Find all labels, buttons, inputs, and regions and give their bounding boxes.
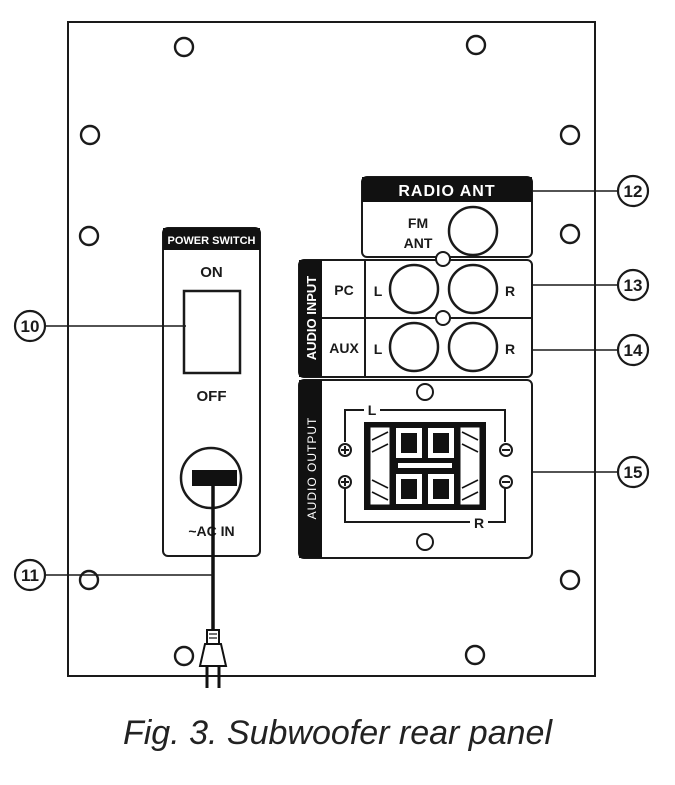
callout-11: 11 (21, 566, 39, 585)
aux-right-label: R (505, 341, 515, 357)
power-on-label: ON (200, 264, 223, 281)
callout-13-circle (616, 268, 650, 302)
power-off-label: OFF (197, 388, 227, 405)
mounting-hole (559, 124, 581, 146)
callout-leaders (44, 190, 617, 576)
audio-output-title: AUDIO OUTPUT (305, 417, 319, 520)
radio-header-bar (362, 177, 532, 202)
mounting-hole (79, 124, 101, 146)
callout-14: 14 (624, 341, 643, 360)
mounting-hole (559, 223, 581, 245)
output-right-label: R (474, 515, 484, 531)
mounting-hole (78, 225, 100, 247)
speaker-wiring (344, 409, 506, 523)
screw-hole (416, 383, 434, 401)
callout-10: 10 (21, 317, 40, 336)
pc-right-label: R (505, 283, 515, 299)
screw-hole (435, 251, 451, 267)
pc-left-rca-jack[interactable] (388, 263, 440, 315)
power-switch-header: POWER SWITCH (168, 235, 256, 247)
pc-right-rca-jack[interactable] (447, 263, 499, 315)
mounting-hole (78, 569, 100, 591)
aux-left-rca-jack[interactable] (388, 321, 440, 373)
pc-left-label: L (374, 283, 383, 299)
ant-label: ANT (404, 235, 433, 251)
fm-antenna-jack[interactable] (447, 205, 499, 257)
output-left-label: L (368, 402, 377, 418)
audio-input-title: AUDIO INPUT (304, 276, 319, 361)
pc-label: PC (334, 282, 353, 298)
mounting-hole (464, 644, 486, 666)
speaker-terminal-block (364, 422, 486, 510)
aux-right-rca-jack[interactable] (447, 321, 499, 373)
mounting-hole (173, 645, 195, 667)
screw-hole (416, 533, 434, 551)
mounting-hole (465, 34, 487, 56)
radio-ant-header: RADIO ANT (398, 183, 495, 200)
mounting-hole (559, 569, 581, 591)
callout-11-circle (13, 558, 47, 592)
callout-13: 13 (624, 276, 643, 295)
figure-caption: Fig. 3. Subwoofer rear panel (122, 714, 553, 752)
aux-left-label: L (374, 341, 383, 357)
power-header-bar (163, 228, 260, 250)
aux-label: AUX (329, 340, 359, 356)
audio-input-side-bar (299, 260, 322, 377)
polarity-markers (338, 443, 513, 489)
ac-plug-head (192, 470, 237, 486)
callout-15-circle (616, 455, 650, 489)
screw-hole (435, 310, 451, 326)
audio-output-side-bar (299, 380, 322, 558)
callout-12-circle (616, 174, 650, 208)
rocker-power-switch[interactable] (182, 289, 242, 375)
power-cord (198, 486, 228, 688)
mounting-hole (173, 36, 195, 58)
callout-14-circle (616, 333, 650, 367)
callout-10-circle (13, 309, 47, 343)
callout-15: 15 (624, 463, 643, 482)
callout-12: 12 (624, 182, 643, 201)
fm-label: FM (408, 215, 428, 231)
